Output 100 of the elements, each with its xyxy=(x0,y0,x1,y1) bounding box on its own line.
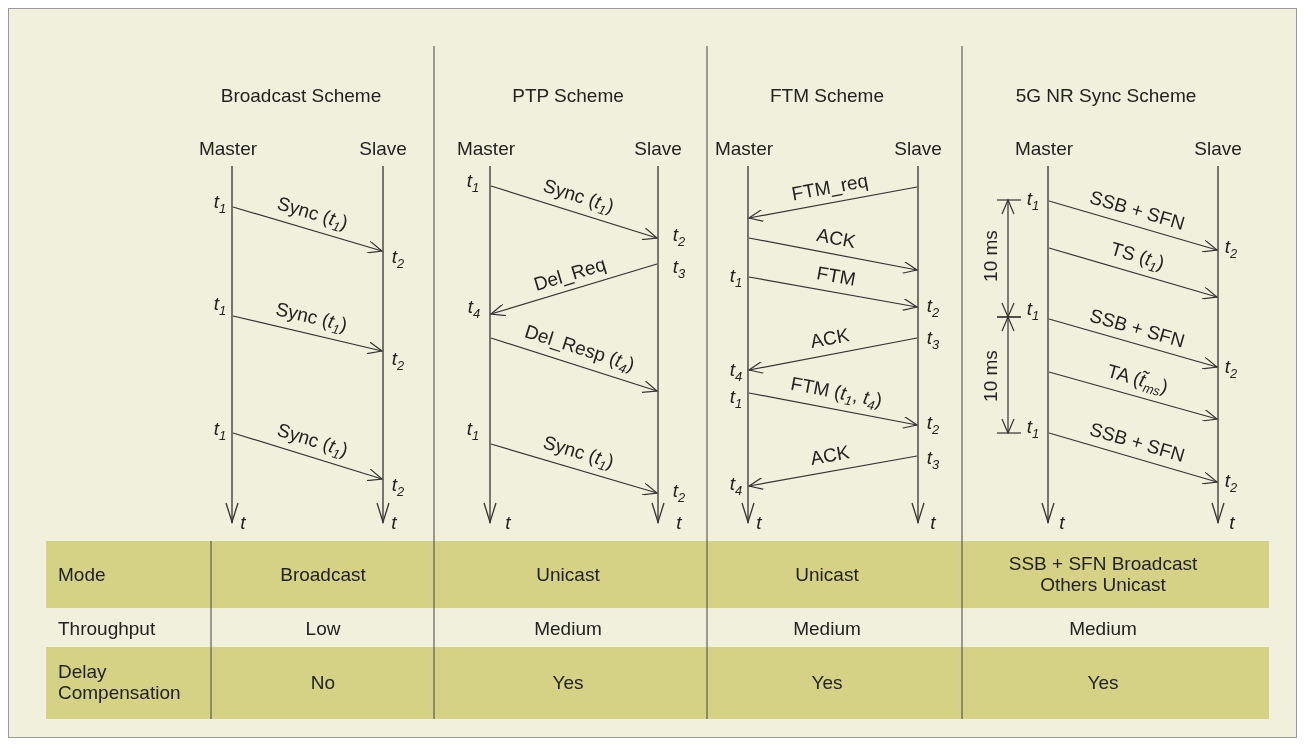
table-cell-text: Yes xyxy=(810,672,844,694)
table-cell-text: No xyxy=(309,672,337,694)
timeline-arrow xyxy=(1212,166,1224,523)
message-arrow xyxy=(748,392,918,429)
timeline-arrow xyxy=(377,166,389,523)
message-arrow xyxy=(232,206,383,254)
time-mark: t$_{4}$ xyxy=(467,297,481,321)
edge-label: Del_Req xyxy=(531,253,609,296)
message-arrow xyxy=(1048,432,1218,485)
scheme-title: Broadcast Scheme xyxy=(220,85,382,107)
time-mark: t$_{1}$ xyxy=(466,419,480,443)
time-mark: t$_{2}$ xyxy=(391,247,405,271)
timeline-arrow xyxy=(742,166,754,523)
lifeline-label: Master xyxy=(714,138,774,160)
axis-label: t xyxy=(391,512,397,534)
timeline-arrow xyxy=(1042,166,1054,523)
timeline-arrow xyxy=(226,166,238,523)
message-arrow xyxy=(232,432,383,482)
axis-label: t xyxy=(930,512,936,534)
lifeline-label: Master xyxy=(456,138,516,160)
lifeline-label: Master xyxy=(198,138,258,160)
time-mark: t$_{2}$ xyxy=(926,296,940,320)
time-mark: t$_{1}$ xyxy=(213,419,227,443)
table-cell-text: Yes xyxy=(551,672,585,694)
row-header: Delay Compensation xyxy=(58,662,182,704)
lifeline-label: Master xyxy=(1014,138,1074,160)
time-mark: t$_{4}$ xyxy=(729,360,743,384)
edge-label: ACK xyxy=(809,442,852,470)
table-cell-text: Medium xyxy=(533,618,603,640)
message-arrow xyxy=(748,186,918,222)
edge-label: Sync (t$_{1}$) xyxy=(540,432,617,476)
message-arrow xyxy=(490,263,658,317)
edge-label: FTM_req xyxy=(790,170,871,205)
time-mark: t$_{2}$ xyxy=(672,481,686,505)
time-mark: t$_{2}$ xyxy=(1224,237,1238,261)
message-arrow xyxy=(748,337,918,374)
table-cell-text: Yes xyxy=(1086,672,1120,694)
edge-label: SSB + SFN xyxy=(1087,187,1187,235)
message-arrow xyxy=(1048,247,1218,300)
lifeline-label: Slave xyxy=(359,138,407,160)
row-header: Mode xyxy=(58,564,107,586)
time-mark: t$_{1}$ xyxy=(1026,189,1040,213)
time-mark: t$_{1}$ xyxy=(1026,417,1040,441)
axis-label: t xyxy=(1059,512,1065,534)
edge-label: Sync (t$_{1}$) xyxy=(273,419,351,464)
timeline-arrow xyxy=(652,166,664,523)
time-mark: t$_{1}$ xyxy=(213,294,227,318)
axis-label: t xyxy=(1229,512,1235,534)
message-arrow xyxy=(1048,371,1218,422)
edge-label: Sync (t$_{1}$) xyxy=(540,175,617,220)
time-mark: t$_{1}$ xyxy=(466,171,480,195)
axis-label: t xyxy=(756,512,762,534)
edge-label: FTM xyxy=(814,263,857,291)
table-cell-text: Low xyxy=(304,618,342,640)
time-mark: t$_{1}$ xyxy=(1026,299,1040,323)
message-arrow xyxy=(748,276,918,312)
table-cell-text: Medium xyxy=(1068,618,1138,640)
time-mark: t$_{3}$ xyxy=(672,257,686,281)
time-mark: t$_{4}$ xyxy=(729,474,743,498)
timeline-arrow xyxy=(484,166,496,523)
edge-label: Sync (t$_{1}$) xyxy=(272,299,349,339)
axis-label: t xyxy=(240,512,246,534)
dimension-text: 10 ms xyxy=(980,230,1002,282)
table-cell-text: Medium xyxy=(792,618,862,640)
axis-label: t xyxy=(505,512,511,534)
time-mark: t$_{1}$ xyxy=(729,387,743,411)
time-mark: t$_{3}$ xyxy=(926,328,940,352)
edge-label: TA (t̃$_{ms}$) xyxy=(1103,361,1171,401)
message-arrow xyxy=(748,237,918,274)
message-arrow xyxy=(748,455,918,491)
scheme-title: PTP Scheme xyxy=(512,85,624,107)
time-mark: t$_{2}$ xyxy=(672,225,686,249)
table-cell-text: Unicast xyxy=(794,564,860,586)
scheme-title: 5G NR Sync Scheme xyxy=(1015,85,1197,107)
lifeline-label: Slave xyxy=(894,138,942,160)
time-mark: t$_{1}$ xyxy=(213,192,227,216)
time-mark: t$_{2}$ xyxy=(926,413,940,437)
message-arrow xyxy=(490,337,658,394)
table-cell-text: Unicast xyxy=(535,564,601,586)
edge-label: SSB + SFN xyxy=(1087,419,1187,467)
message-arrow xyxy=(490,185,658,241)
message-arrow xyxy=(232,315,383,355)
message-arrow xyxy=(1048,200,1218,253)
message-arrow xyxy=(1048,318,1218,370)
timeline-arrow xyxy=(912,166,924,523)
lifeline-label: Slave xyxy=(1194,138,1242,160)
time-mark: t$_{3}$ xyxy=(926,448,940,472)
table-cell-text: Broadcast xyxy=(279,564,367,586)
lifeline-label: Slave xyxy=(634,138,682,160)
scheme-title: FTM Scheme xyxy=(770,85,884,107)
time-mark: t$_{2}$ xyxy=(391,475,405,499)
table-cell-text: SSB + SFN Broadcast Others Unicast xyxy=(1007,554,1199,596)
edge-label: TS (t$_{1}$) xyxy=(1107,239,1167,278)
message-arrow xyxy=(490,443,658,496)
row-header: Throughput xyxy=(58,618,157,640)
edge-label: SSB + SFN xyxy=(1087,305,1187,352)
time-mark: t$_{1}$ xyxy=(729,266,743,290)
time-mark: t$_{2}$ xyxy=(1224,471,1238,495)
time-mark: t$_{2}$ xyxy=(1224,357,1238,381)
edge-label: Sync (t$_{1}$) xyxy=(273,192,350,237)
